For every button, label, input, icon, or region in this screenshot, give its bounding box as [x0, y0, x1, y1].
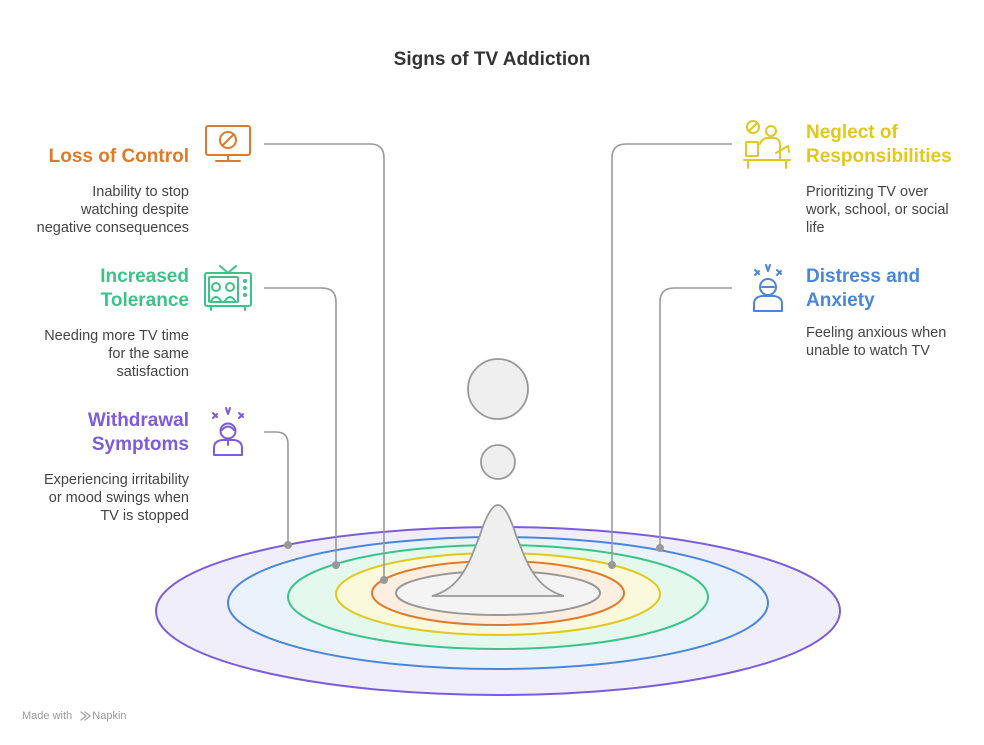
droplet-large: [467, 358, 529, 420]
withdrawal-symptoms-heading: Withdrawal Symptoms: [87, 410, 189, 455]
monitor-blocked-icon: [205, 125, 251, 162]
increased-tolerance-description: Needing more TV time for the same satisf…: [44, 328, 189, 380]
increased-tolerance-heading: Increased Tolerance: [100, 266, 189, 311]
person-at-desk-icon: [743, 120, 791, 169]
connector-distress-and-anxiety: [659, 287, 732, 548]
napkin-brand-label: Napkin: [92, 710, 127, 722]
diagram-title: Signs of TV Addiction: [393, 49, 591, 70]
connector-withdrawal-symptoms: [264, 431, 289, 545]
distress-and-anxiety-heading: Distress and Anxiety: [806, 266, 921, 311]
tv-icon: [204, 265, 252, 311]
connector-dot-withdrawal-symptoms: [284, 541, 292, 549]
connector-dot-increased-tolerance: [332, 561, 340, 569]
droplet-small: [480, 444, 516, 480]
anxious-person-icon: [753, 264, 783, 312]
connector-increased-tolerance: [264, 287, 337, 565]
withdrawal-symptoms-description: Experiencing irritability or mood swings…: [43, 472, 189, 524]
connector-dot-loss-of-control: [380, 576, 388, 584]
footer-credit: Made with Napkin: [22, 710, 127, 722]
connector-dot-distress-and-anxiety: [656, 544, 664, 552]
loss-of-control-heading: Loss of Control: [48, 146, 189, 167]
loss-of-control-description: Inability to stop watching despite negat…: [36, 184, 189, 236]
splash-peak: [431, 504, 565, 597]
neglect-of-responsibilities-description: Prioritizing TV over work, school, or so…: [806, 184, 949, 236]
connector-dot-neglect-of-responsibilities: [608, 561, 616, 569]
neglect-of-responsibilities-heading: Neglect of Responsibilities: [806, 122, 952, 167]
made-with-label: Made with: [22, 710, 73, 722]
napkin-logo-icon: [80, 711, 92, 721]
distress-and-anxiety-description: Feeling anxious when unable to watch TV: [806, 325, 947, 359]
connector-neglect-of-responsibilities: [611, 143, 732, 565]
connector-loss-of-control: [264, 143, 385, 580]
stressed-person-icon: [212, 407, 244, 456]
